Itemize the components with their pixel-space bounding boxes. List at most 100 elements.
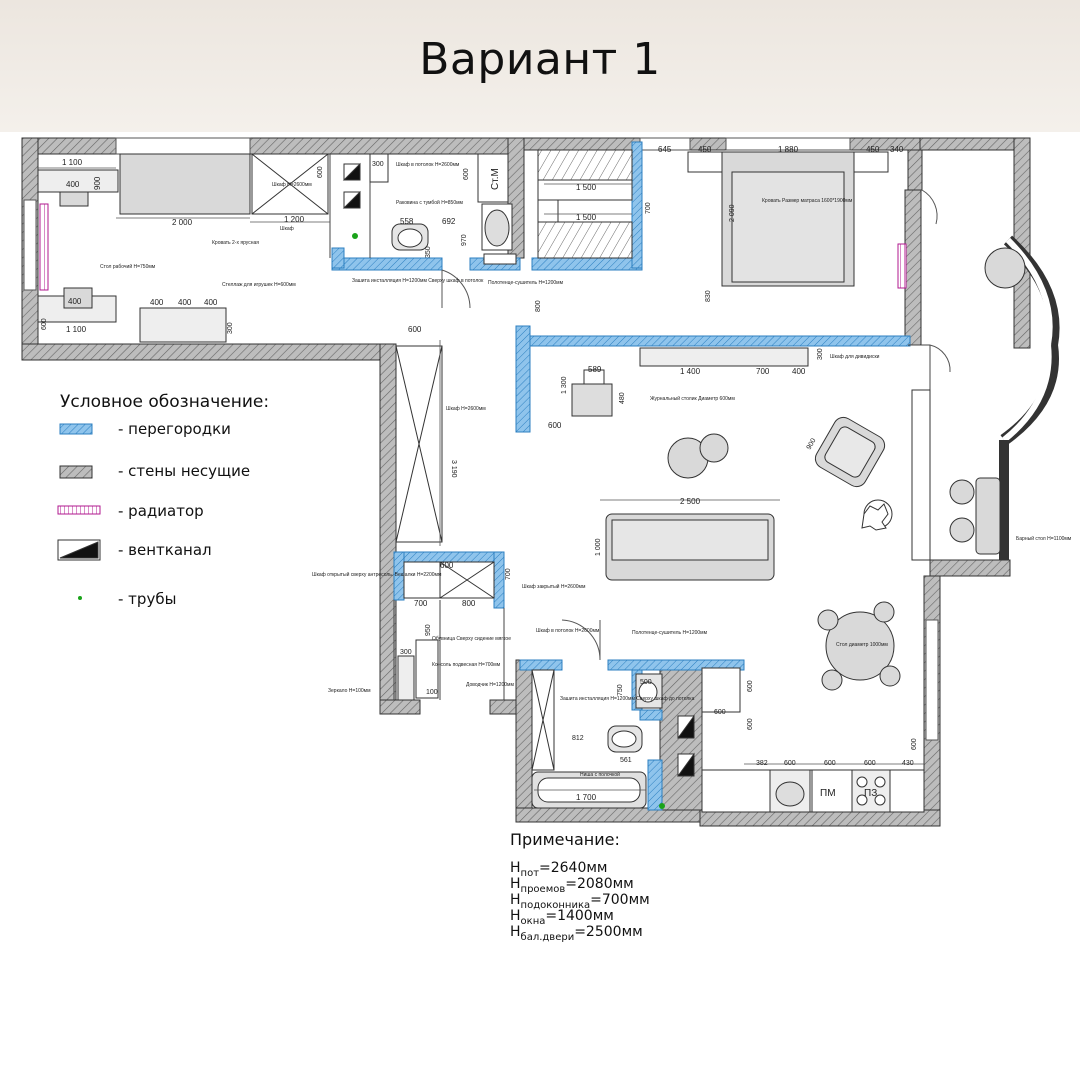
legend-radiator-label: - радиатор <box>118 502 204 520</box>
dim-1400: 1 400 <box>680 367 701 376</box>
label-doorbell: Доводчик Н=1200мм <box>466 682 514 688</box>
legend-pipe-swatch <box>78 596 82 600</box>
label-hall-wardrobe: Шкаф Н=2600мм <box>446 406 486 412</box>
legend-pipe-label: - трубы <box>118 590 177 608</box>
label-towel: Полотенце-сушитель Н=1200мм <box>488 280 564 286</box>
dim-600l: 600 <box>747 718 754 730</box>
dim-900b: 900 <box>806 437 818 451</box>
label-ceiling-wardrobe: Шкаф в потолок Н=2600мм <box>396 162 460 168</box>
note-line: Hокна=1400мм <box>510 908 614 927</box>
dim-400d: 400 <box>178 298 192 307</box>
dim-692: 692 <box>442 217 456 226</box>
label-niche: Ниша с полочкой <box>580 771 620 778</box>
dim-600h: 600 <box>784 760 796 767</box>
legend-radiator-swatch <box>57 505 101 515</box>
dim-350: 350 <box>425 246 432 258</box>
label-stove: ПЗ <box>864 788 877 799</box>
header-band <box>0 0 1080 132</box>
dim-2090: 2 090 <box>729 204 736 222</box>
page-title: Вариант 1 <box>419 34 661 85</box>
dim-1500a: 1 500 <box>576 183 597 192</box>
kitchen <box>701 667 925 813</box>
label-bath-wardrobe: Шкаф в потолок Н=2600мм <box>536 628 600 634</box>
dim-600m: 600 <box>911 738 918 750</box>
label-pm: ПМ <box>820 788 836 799</box>
label-coffee: Журнальный столик Диаметр 600мм <box>650 395 735 402</box>
label-install: Зашита инсталляция Н=1200мм Сверху шкаф … <box>352 278 484 284</box>
legend-wall-swatch <box>59 465 93 479</box>
dim-600a: 600 <box>317 166 324 178</box>
label-mirror: Зеркало Н=100мм <box>328 688 371 694</box>
dim-2000: 2 000 <box>172 218 193 227</box>
dim-600b: 600 <box>41 318 48 330</box>
dim-3190: 3 190 <box>450 460 457 478</box>
closet-top <box>537 149 633 259</box>
balcony <box>984 235 1060 560</box>
dim-300a: 300 <box>227 322 234 334</box>
label-shoe: Обувница Сверху сидение мягкое <box>432 636 511 642</box>
note-line: Hпот=2640мм <box>510 860 608 879</box>
dim-1200: 1 200 <box>284 215 305 224</box>
label-wardrobe-kids: Шкаф Н=2600мм <box>272 182 312 188</box>
dim-450b: 450 <box>866 145 880 154</box>
legend-partition-label: - перегородки <box>118 420 231 438</box>
dim-1700: 1 700 <box>576 793 597 802</box>
label-sink-cabinet: Раковина с тумбой Н=850мм <box>396 199 464 206</box>
windows <box>23 137 939 741</box>
note-line: Hпроемов=2080мм <box>510 876 634 895</box>
dim-589: 589 <box>588 365 602 374</box>
label-toy-shelves: Стеллаж для игрушек Н=600мм <box>222 282 296 288</box>
dim-382: 382 <box>756 760 768 767</box>
dim-480: 480 <box>619 392 626 404</box>
legend-partition-swatch <box>59 423 93 435</box>
label-open-wardrobe: Шкаф открытый сверху антресоль. Вешалки … <box>312 571 442 578</box>
dim-600i: 600 <box>824 760 836 767</box>
dim-900: 900 <box>93 176 102 190</box>
dim-700a: 700 <box>645 202 652 214</box>
dim-400a: 400 <box>66 180 80 189</box>
dim-400b: 400 <box>68 297 82 306</box>
legend-wall-label: - стены несущие <box>118 462 251 480</box>
dim-561: 561 <box>620 757 632 764</box>
dim-340: 340 <box>890 145 904 154</box>
bathroom-top <box>342 153 517 309</box>
note-line: Hбал.двери=2500мм <box>510 924 643 943</box>
plan-text: 1 100 400 900 2 000 1 200 600 Шкаф Н=260… <box>41 145 1072 802</box>
dim-970: 970 <box>461 234 468 246</box>
dim-600k: 600 <box>714 709 726 716</box>
dim-700c: 700 <box>414 599 428 608</box>
legend-vent-label: - вентканал <box>118 541 212 559</box>
dim-950: 950 <box>425 624 432 636</box>
dim-300b: 300 <box>817 348 824 360</box>
dim-400-e: 400 <box>204 298 218 307</box>
bearing-walls <box>21 137 1031 827</box>
label-bar-table: Барный стол Н=1100мм <box>1016 535 1072 542</box>
legend-title: Условное обозначение: <box>60 392 270 412</box>
dim-700b: 700 <box>756 367 770 376</box>
dim-400c: 400 <box>150 298 164 307</box>
dim-558: 558 <box>400 217 414 226</box>
label-desk: Стол рабочий Н=750мм <box>100 263 156 270</box>
dim-750: 750 <box>617 684 624 696</box>
dimension-lines <box>38 167 924 791</box>
label-closed-wardrobe: Шкаф закрытый Н=2600мм <box>522 583 586 590</box>
label-bed-kids: Кровать 2-х ярусная <box>212 240 259 246</box>
dim-1880: 1 880 <box>778 145 799 154</box>
dim-100: 100 <box>426 689 438 696</box>
dim-300c: 300 <box>400 649 412 656</box>
dim-400e: 400 <box>792 367 806 376</box>
dim-812: 812 <box>572 735 584 742</box>
label-st-m: Ст.М <box>490 168 501 190</box>
dim-1500b: 1 500 <box>576 213 597 222</box>
dim-800b: 800 <box>462 599 476 608</box>
dim-645: 645 <box>658 145 672 154</box>
living-room <box>571 344 1001 691</box>
dim-600j: 600 <box>864 760 876 767</box>
legend-symbols <box>57 423 101 600</box>
label-console: Консоль подвесная Н=700мм <box>432 662 501 668</box>
label-bed-master: Кровать Размер матраса 1600*1900мм <box>762 198 853 204</box>
dim-600e: 600 <box>408 325 422 334</box>
dim-450a: 450 <box>698 145 712 154</box>
dim-500: 500 <box>640 679 652 686</box>
